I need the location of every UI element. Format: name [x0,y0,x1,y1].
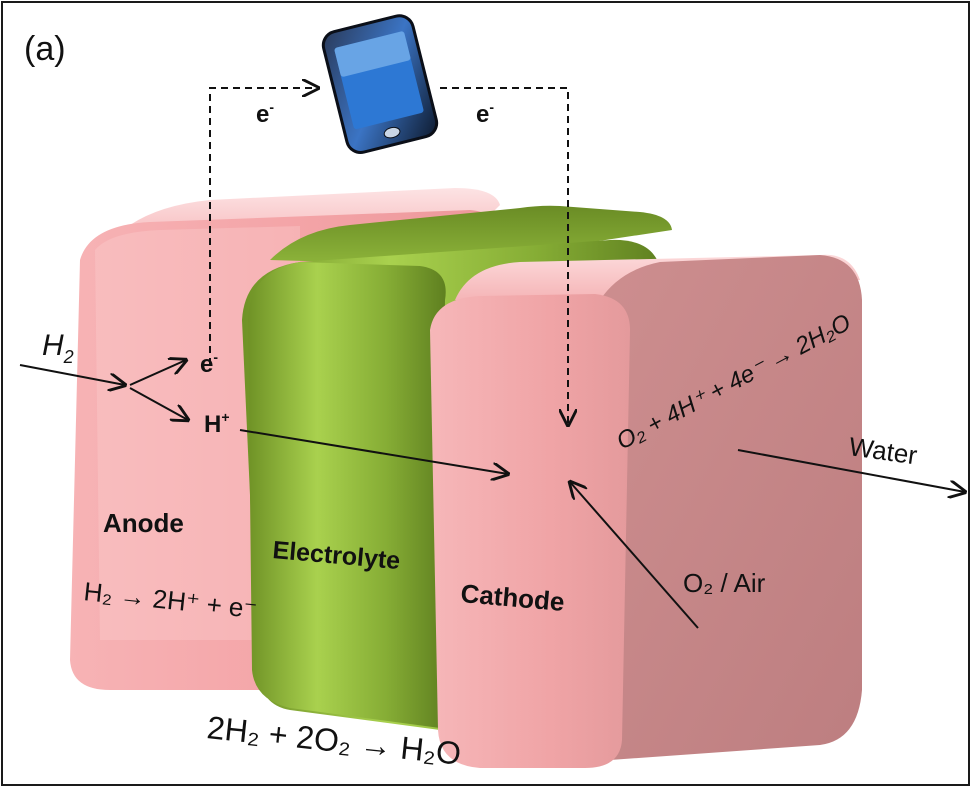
oxygen-inlet-label: O₂ / Air [683,568,766,598]
phone-icon [321,14,439,154]
cathode-block [430,254,862,768]
flow-arrows [19,360,965,629]
external-circuit [209,88,568,425]
hydrogen-inlet-label: H2 [42,329,74,367]
electron-label-left: e- [256,99,274,128]
anode-label: Anode [103,508,184,538]
panel-label: (a) [24,30,66,68]
electron-label-right: e- [476,99,494,128]
cathode-side-face [600,255,862,760]
electrolyte-top-face [270,205,672,265]
anode-electron-label: e- [200,349,218,378]
proton-label: H+ [204,409,230,438]
cathode-front-face [430,294,630,768]
